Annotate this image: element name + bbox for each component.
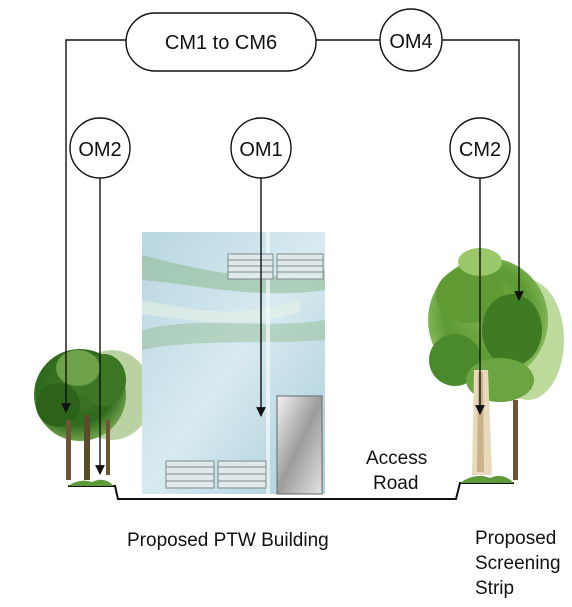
building-label: Proposed PTW Building — [127, 530, 329, 551]
svg-text:Proposed: Proposed — [475, 528, 556, 549]
building-door — [276, 395, 323, 495]
om1-label: OM1 — [239, 139, 282, 161]
access-road-label: Access Road — [366, 448, 427, 494]
screening-strip-label: Proposed Screening Strip — [475, 528, 561, 599]
svg-text:Screening: Screening — [475, 553, 561, 574]
connector-lines — [61, 39, 524, 475]
grass-strips — [68, 475, 514, 486]
callout-om4: OM4 — [379, 8, 443, 72]
svg-text:Access: Access — [366, 448, 427, 469]
callout-cm2: CM2 — [449, 117, 511, 179]
cm2-label: CM2 — [459, 139, 501, 161]
tree-right-icon — [428, 248, 564, 480]
svg-text:Strip: Strip — [475, 578, 514, 599]
svg-text:Road: Road — [373, 473, 418, 494]
om4-label: OM4 — [389, 31, 432, 53]
callout-cm1-to-cm6: CM1 to CM6 — [125, 12, 317, 72]
cm1-to-cm6-label: CM1 to CM6 — [165, 32, 277, 54]
building-icon — [142, 232, 325, 495]
tree-left-icon — [34, 349, 152, 480]
callout-om2: OM2 — [69, 117, 131, 179]
callout-om1: OM1 — [230, 117, 292, 179]
om2-label: OM2 — [78, 139, 121, 161]
